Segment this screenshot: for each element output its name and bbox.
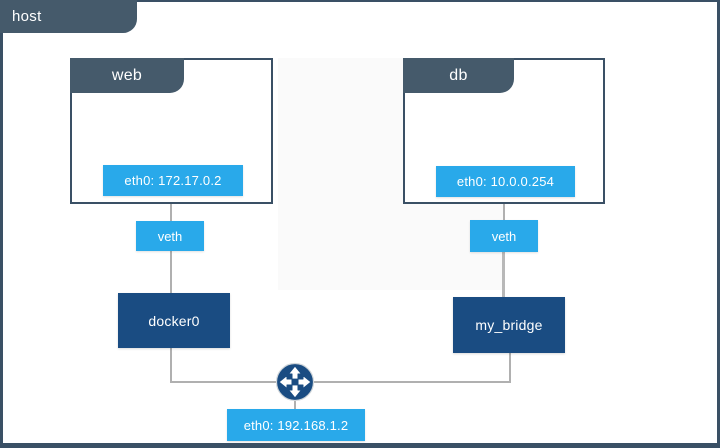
connector-router-to-hosteth xyxy=(294,400,296,410)
container-web-tab: web xyxy=(70,58,184,93)
connector-docker0-to-router xyxy=(170,348,172,383)
container-web-eth0-badge: eth0: 172.17.0.2 xyxy=(103,165,243,196)
connector-web-to-veth xyxy=(170,204,172,221)
veth-web-label: veth xyxy=(157,228,183,244)
container-db-eth0-badge: eth0: 10.0.0.254 xyxy=(436,166,575,197)
connector-veth-to-mybridge xyxy=(502,252,505,297)
bridge-mybridge: my_bridge xyxy=(453,297,565,353)
bridge-docker0: docker0 xyxy=(118,293,230,348)
container-web-name: web xyxy=(111,66,143,84)
veth-web: veth xyxy=(136,221,204,251)
container-db-tab: db xyxy=(403,58,514,93)
connector-mybridge-to-router xyxy=(509,353,511,383)
host-tab: host xyxy=(0,0,137,33)
container-db-ip: eth0: 10.0.0.254 xyxy=(456,174,555,189)
veth-db-label: veth xyxy=(491,228,517,244)
connector-db-to-veth xyxy=(503,204,505,220)
router-icon xyxy=(275,362,315,402)
bridge-mybridge-label: my_bridge xyxy=(475,317,543,333)
container-web-ip: eth0: 172.17.0.2 xyxy=(124,173,222,188)
connector-veth-to-docker0 xyxy=(170,251,172,293)
host-eth0-ip: eth0: 192.168.1.2 xyxy=(243,417,349,433)
connector-bridge-bus xyxy=(170,381,511,383)
veth-db: veth xyxy=(470,220,538,252)
host-label: host xyxy=(12,8,42,25)
host-eth0-badge: eth0: 192.168.1.2 xyxy=(227,409,365,441)
bridge-docker0-label: docker0 xyxy=(148,312,200,329)
container-db-name: db xyxy=(449,66,468,84)
